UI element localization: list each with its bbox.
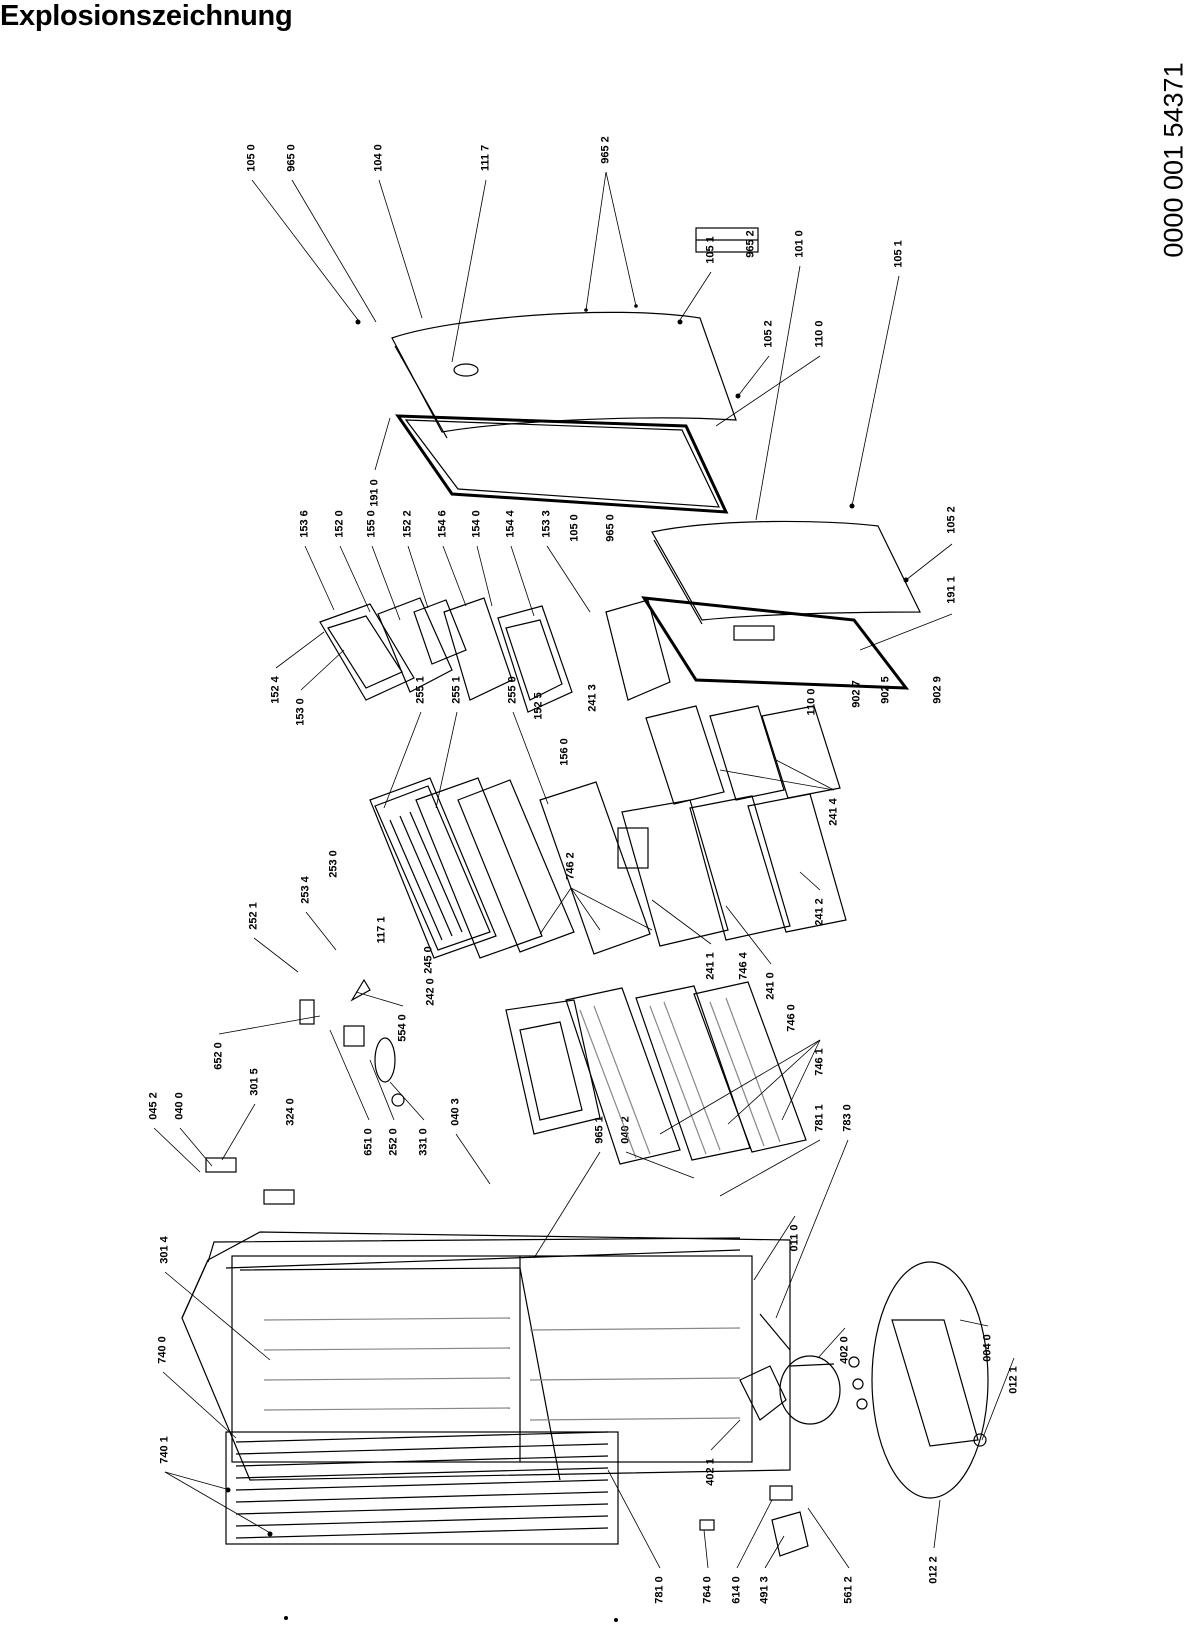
condenser-coil xyxy=(225,1431,619,1545)
upper-door-gasket xyxy=(395,414,729,514)
upper-door xyxy=(391,311,737,439)
page-title: Explosionszeichnung xyxy=(0,0,293,32)
cabinet-body xyxy=(181,1231,791,1481)
small-parts xyxy=(699,1313,809,1557)
freezer-basket xyxy=(505,999,601,1135)
door-shelves xyxy=(319,597,671,713)
evaporator-racks xyxy=(565,981,807,1165)
hinge-bracket xyxy=(695,227,759,253)
freezer-drawers xyxy=(617,705,847,947)
compressor xyxy=(779,1355,868,1425)
fasteners xyxy=(225,304,909,1622)
leader-lines xyxy=(153,171,1015,1569)
glass-shelves xyxy=(369,777,651,959)
control-unit xyxy=(205,978,405,1205)
lower-door-gasket xyxy=(641,596,910,690)
lower-door xyxy=(651,520,921,625)
base-plate xyxy=(871,1261,989,1499)
